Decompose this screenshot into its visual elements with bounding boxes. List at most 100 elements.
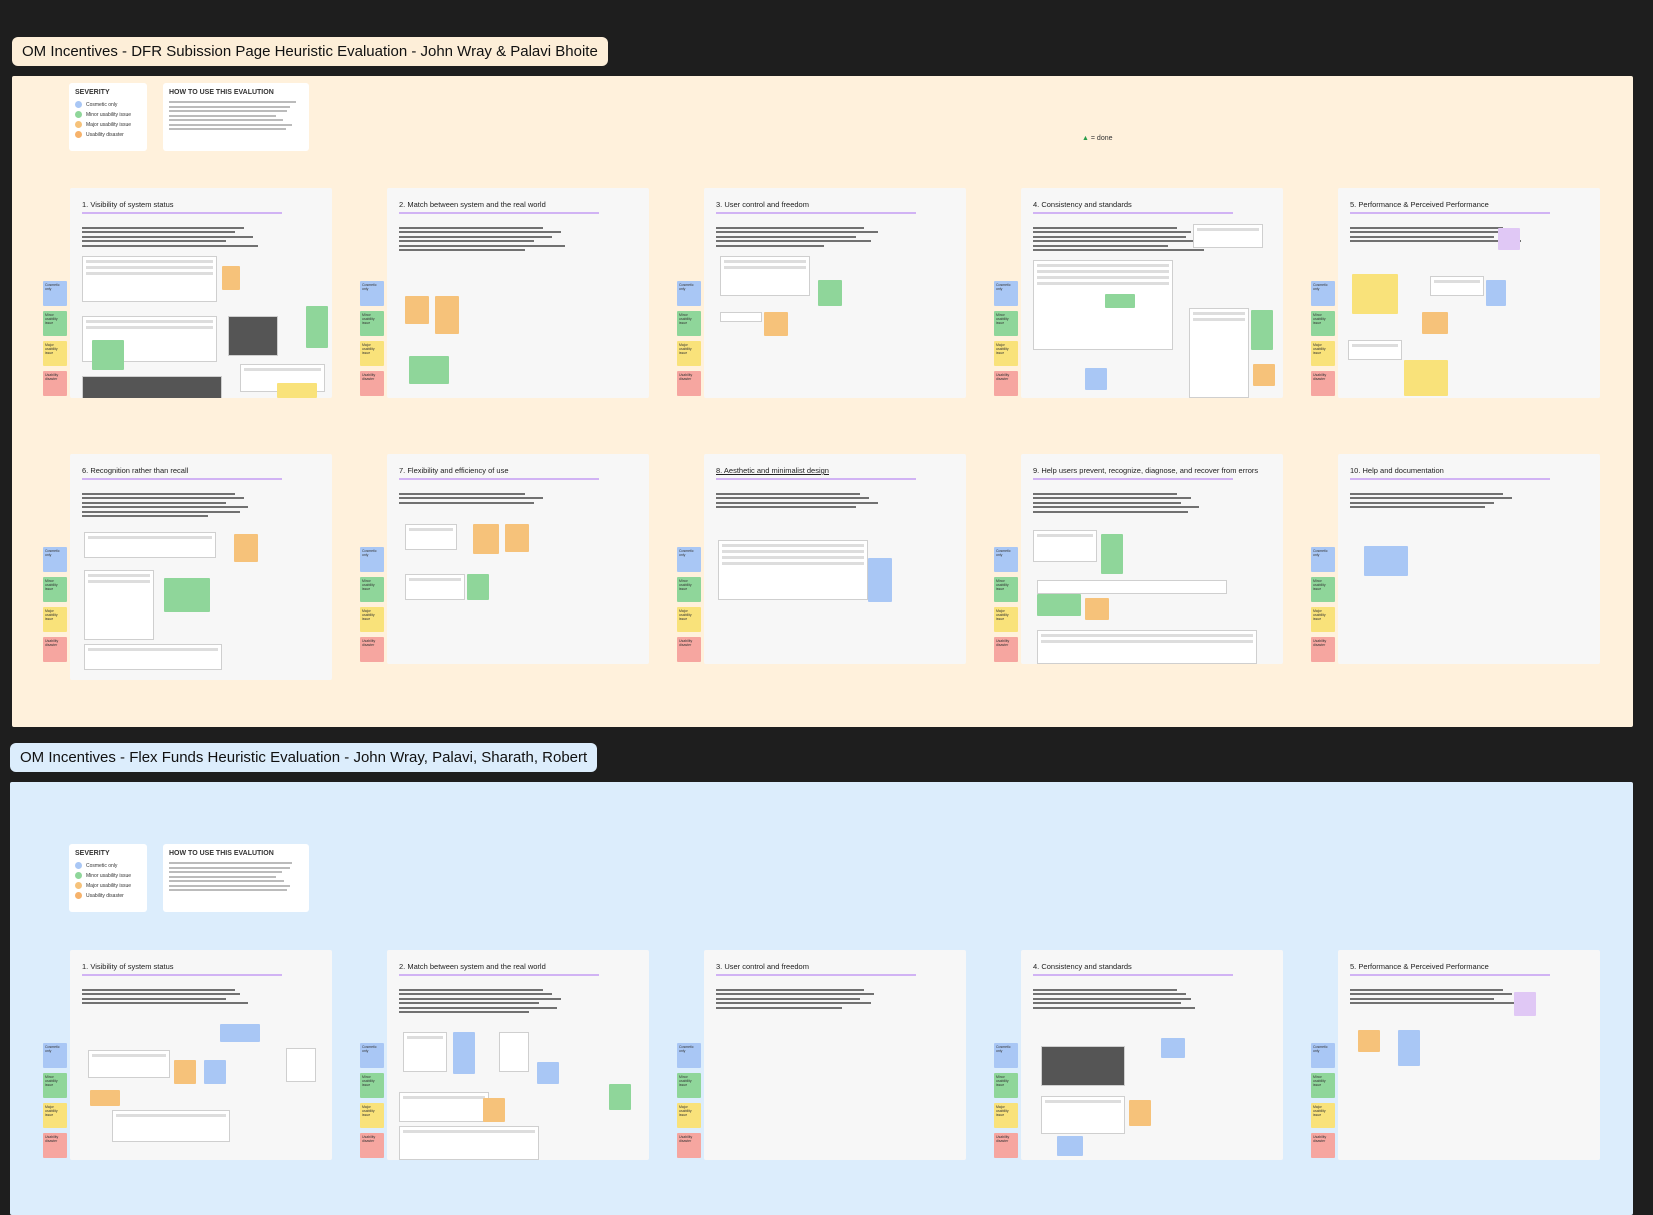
legend-cosmetic: Cosmetic only [1311, 281, 1335, 306]
legend-major: Major usability issue [43, 1103, 67, 1128]
screenshot-thumb [84, 570, 154, 640]
flex-heuristic-card-3[interactable]: 3. User control and freedom [704, 950, 966, 1160]
legend-disaster: Usability disaster [1311, 371, 1335, 396]
card-title: 1. Visibility of system status [82, 962, 174, 971]
heuristic-card-2[interactable]: 2. Match between system and the real wor… [387, 188, 649, 398]
sticky-note [1253, 364, 1275, 386]
heuristic-card-4[interactable]: 4. Consistency and standards [1021, 188, 1283, 398]
legend-minor: Minor usability issue [43, 577, 67, 602]
screenshot-thumb [1430, 276, 1484, 296]
heuristic-card-10[interactable]: 10. Help and documentation [1338, 454, 1600, 664]
sticky-note [234, 534, 258, 562]
legend-major: Major usability issue [43, 341, 67, 366]
legend-cosmetic: Cosmetic only [994, 281, 1018, 306]
flex-heuristic-card-5[interactable]: 5. Performance & Perceived Performance [1338, 950, 1600, 1160]
section-title-flex-funds: OM Incentives - Flex Funds Heuristic Eva… [10, 743, 598, 772]
legend-cosmetic: Cosmetic only [994, 1043, 1018, 1068]
card-title: 3. User control and freedom [716, 962, 809, 971]
legend-minor: Minor usability issue [360, 1073, 384, 1098]
card-title: 2. Match between system and the real wor… [399, 962, 546, 971]
legend-cosmetic: Cosmetic only [677, 1043, 701, 1068]
severity-title: SEVERITY [75, 89, 110, 96]
severity-legend-column: Cosmetic only Minor usability issue Majo… [360, 1043, 384, 1163]
sticky-note [1358, 1030, 1380, 1052]
screenshot-thumb [1037, 580, 1227, 594]
card-title: 6. Recognition rather than recall [82, 466, 189, 475]
done-check-icon: ▲ [1082, 135, 1089, 142]
how-to-use-card: HOW TO USE THIS EVALUTION [163, 83, 309, 151]
legend-cosmetic: Cosmetic only [994, 547, 1018, 572]
sticky-note [164, 578, 210, 612]
legend-minor: Minor usability issue [1311, 1073, 1335, 1098]
screenshot-thumb [84, 532, 216, 558]
flex-heuristic-card-1[interactable]: 1. Visibility of system status [70, 950, 332, 1160]
sticky-note [537, 1062, 559, 1084]
legend-minor: Minor usability issue [994, 311, 1018, 336]
heuristic-card-7[interactable]: 7. Flexibility and efficiency of use [387, 454, 649, 664]
legend-cosmetic: Cosmetic only [360, 547, 384, 572]
legend-cosmetic: Cosmetic only [43, 1043, 67, 1068]
sticky-note [1404, 360, 1448, 396]
severity-legend-column: Cosmetic only Minor usability issue Majo… [994, 281, 1018, 401]
sticky-note [204, 1060, 226, 1084]
severity-minor: Minor usability issue [86, 111, 132, 118]
legend-cosmetic: Cosmetic only [1311, 547, 1335, 572]
sticky-note [1085, 368, 1107, 390]
minor-dot-icon [75, 111, 82, 118]
legend-major: Major usability issue [1311, 1103, 1335, 1128]
severity-legend-column: Cosmetic only Minor usability issue Majo… [677, 281, 701, 401]
legend-minor: Minor usability issue [1311, 311, 1335, 336]
screenshot-thumb [1037, 630, 1257, 664]
heuristic-card-9[interactable]: 9. Help users prevent, recognize, diagno… [1021, 454, 1283, 664]
heuristic-card-3[interactable]: 3. User control and freedom [704, 188, 966, 398]
card-title: 2. Match between system and the real wor… [399, 200, 546, 209]
card-title: 10. Help and documentation [1350, 466, 1444, 475]
sticky-note [764, 312, 788, 336]
sticky-note [483, 1098, 505, 1122]
screenshot-thumb [1033, 260, 1173, 350]
legend-disaster: Usability disaster [994, 637, 1018, 662]
severity-legend-column: Cosmetic only Minor usability issue Majo… [43, 1043, 67, 1163]
legend-cosmetic: Cosmetic only [1311, 1043, 1335, 1068]
severity-minor: Minor usability issue [86, 872, 132, 879]
screenshot-thumb [84, 644, 222, 670]
legend-cosmetic: Cosmetic only [677, 281, 701, 306]
sticky-note [277, 383, 317, 398]
screenshot-thumb [1189, 308, 1249, 398]
card-title: 8. Aesthetic and minimalist design [716, 466, 829, 475]
flex-heuristic-card-2[interactable]: 2. Match between system and the real wor… [387, 950, 649, 1160]
legend-disaster: Usability disaster [43, 371, 67, 396]
severity-legend-column: Cosmetic only Minor usability issue Majo… [677, 1043, 701, 1163]
severity-legend-column: Cosmetic only Minor usability issue Majo… [360, 547, 384, 667]
legend-major: Major usability issue [677, 607, 701, 632]
section-title-dfr: OM Incentives - DFR Subission Page Heuri… [12, 37, 608, 66]
screenshot-thumb [1041, 1096, 1125, 1134]
card-title: 1. Visibility of system status [82, 200, 174, 209]
heuristic-card-8[interactable]: 8. Aesthetic and minimalist design [704, 454, 966, 664]
sticky-note [868, 558, 892, 602]
legend-major: Major usability issue [994, 1103, 1018, 1128]
sticky-note [1037, 594, 1081, 616]
heuristic-card-1[interactable]: 1. Visibility of system status [70, 188, 332, 398]
cosmetic-dot-icon [75, 101, 82, 108]
legend-major: Major usability issue [360, 607, 384, 632]
major-dot-icon [75, 882, 82, 889]
sticky-note [90, 1090, 120, 1106]
legend-minor: Minor usability issue [677, 577, 701, 602]
legend-disaster: Usability disaster [677, 637, 701, 662]
heuristic-card-5[interactable]: 5. Performance & Perceived Performance [1338, 188, 1600, 398]
screenshot-thumb [286, 1048, 316, 1082]
severity-legend-column: Cosmetic only Minor usability issue Majo… [1311, 1043, 1335, 1163]
screenshot-thumb [399, 1126, 539, 1160]
heuristic-card-6[interactable]: 6. Recognition rather than recall [70, 454, 332, 680]
disaster-dot-icon [75, 892, 82, 899]
legend-major: Major usability issue [994, 607, 1018, 632]
legend-disaster: Usability disaster [360, 1133, 384, 1158]
sticky-note [473, 524, 499, 554]
severity-legend-column: Cosmetic only Minor usability issue Majo… [43, 281, 67, 401]
severity-major: Major usability issue [86, 882, 132, 889]
legend-minor: Minor usability issue [43, 311, 67, 336]
severity-legend-column: Cosmetic only Minor usability issue Majo… [43, 547, 67, 667]
legend-minor: Minor usability issue [43, 1073, 67, 1098]
flex-heuristic-card-4[interactable]: 4. Consistency and standards [1021, 950, 1283, 1160]
